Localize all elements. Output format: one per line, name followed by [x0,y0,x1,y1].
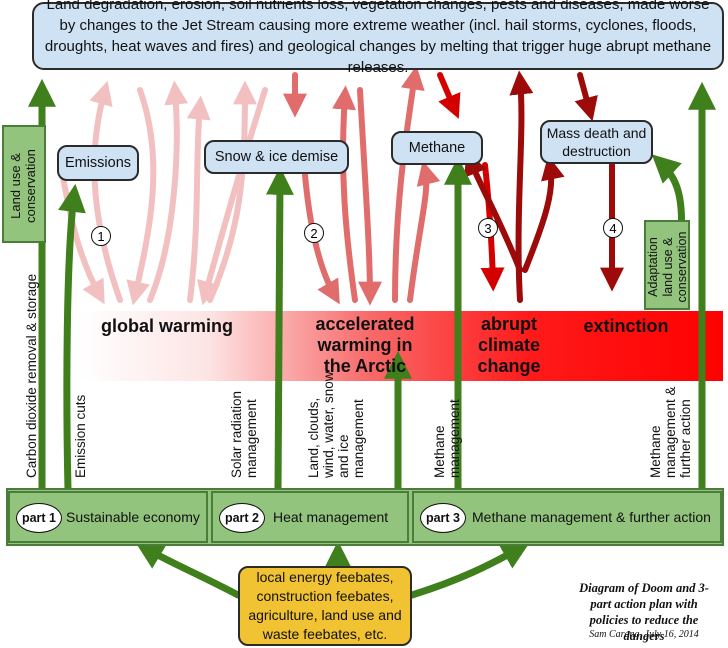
impacts-text: Land degradation, erosion, soil nutrient… [44,0,712,76]
pink-arrow [207,80,257,303]
part1-box: part 1 Sustainable economy [8,491,208,543]
darkred-arrow [522,155,565,273]
part1-label: Sustainable economy [66,509,200,525]
number-4: 4 [603,218,623,238]
land-use-label: Land use & conservation [8,149,38,223]
caption-credit: Sam Carana, July 16, 2014 [589,629,699,640]
feebate-to-part1-arrow [135,542,242,599]
salmon-arrow [302,172,340,305]
part3-tag: part 3 [420,503,466,533]
impacts-box: Land degradation, erosion, soil nutrient… [32,0,724,76]
mass-death-node: Mass death and destruction [540,120,653,164]
feebates-box: local energy feebates, construction feeb… [238,566,412,646]
caption-title: Diagram of Doom and 3-part action plan w… [579,581,709,643]
adaptation-label: Adaptation land use & conservation [646,231,689,303]
methane-feedback-arrows [437,72,505,292]
emission-cuts-label: Emission cuts [73,394,88,478]
abrupt-label: abrupt climate change [477,314,541,376]
emissions-label: Emissions [64,155,132,171]
extinction-label: extinction [583,316,669,336]
methane-mgmt-label: Methane management [432,399,462,478]
pink-arrow [126,87,157,306]
snow-ice-node: Snow & ice demise [204,140,349,174]
salmon-arrow [407,160,441,303]
solar-radiation-arrow [265,166,294,494]
methane-label: Methane [408,140,466,156]
number-3: 3 [478,218,498,238]
part2-label: Heat management [273,509,389,525]
pink-arrow [89,80,123,303]
methane-further-label: Methane management & further action [648,386,693,478]
salmon-arrow [332,85,358,303]
part3-box: part 3 Methane management & further acti… [412,491,722,543]
pink-arrow [147,80,189,303]
land-use-box: Land use & conservation [2,125,46,243]
feebates-text: local energy feebates, construction feeb… [248,569,402,642]
extinction-feedback-arrows [464,70,624,303]
pink-arrow [186,95,211,303]
pink-arrow [197,87,268,306]
part3-label: Methane management & further action [472,509,711,525]
part2-tag: part 2 [219,503,265,533]
snow-ice-label: Snow & ice demise [214,149,339,165]
salmon-arrow [392,65,425,303]
methane-node: Methane [391,131,483,165]
arctic-label: accelerated warming in the Arctic [315,314,415,376]
feebate-to-part3-arrow [408,542,530,599]
arctic-feedback-arrows [283,65,441,306]
policy-arrows [28,78,716,599]
mass-death-label: Mass death and destruction [546,125,647,159]
darkred-arrow [464,151,523,273]
red-arrow [437,72,461,119]
emissions-node: Emissions [57,145,139,181]
salmon-arrow [357,87,382,306]
darkred-arrow [574,72,598,122]
adaptation-box: Adaptation land use & conservation [644,220,690,310]
number-1: 1 [91,226,111,246]
carbon-removal-label: Carbon dioxide removal & storage [24,273,39,478]
global-warming-label: global warming [100,316,233,336]
number-2: 2 [304,223,324,243]
global-warming-feedback-arrows [57,80,268,306]
emission-cuts-arrow [58,183,86,494]
land-clouds-label: Land, clouds, wind, water, snow and ice … [306,371,366,478]
part1-tag: part 1 [16,503,62,533]
solar-radiation-label: Solar radiation management [229,390,259,478]
part2-box: part 2 Heat management [211,491,409,543]
